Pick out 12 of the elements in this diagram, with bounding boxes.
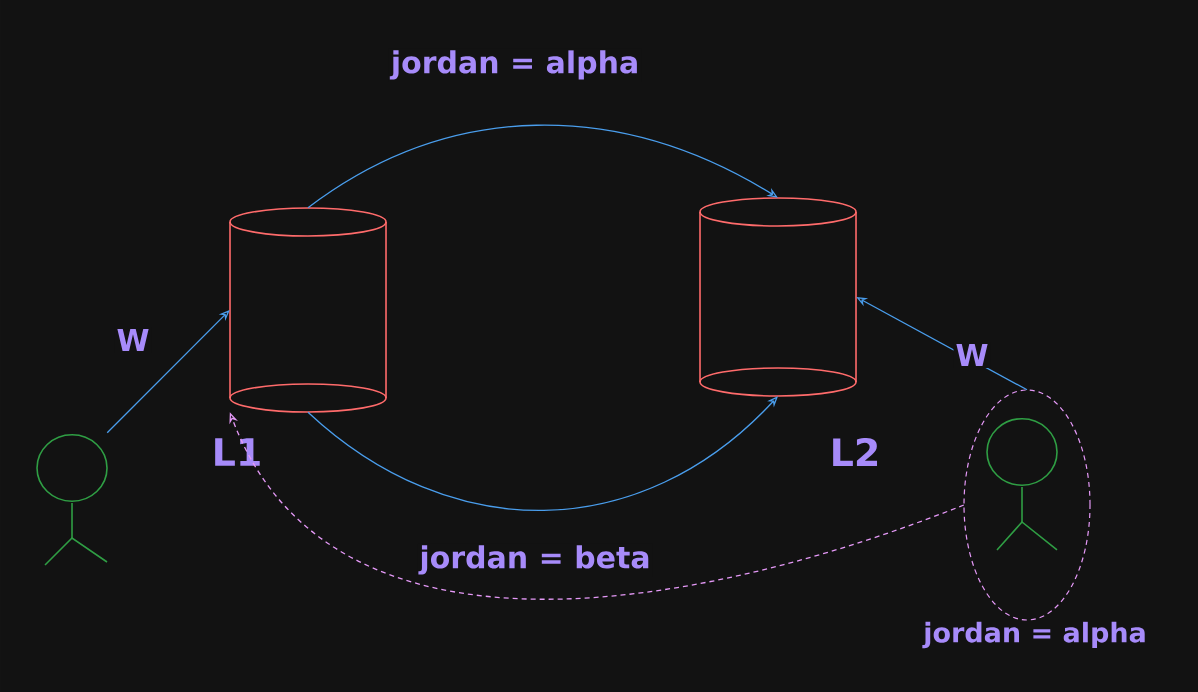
cylinder-label: L1 (215, 438, 260, 466)
arrow (307, 396, 778, 512)
arrow (106, 310, 230, 434)
person-figure (986, 417, 1058, 551)
node-label: jordan = alpha (922, 621, 1145, 649)
edge-label: jordan = beta (417, 543, 653, 577)
cylinder-label: L2 (833, 437, 877, 467)
edge-label: W (114, 327, 152, 353)
arrow (307, 124, 778, 209)
edge-label: jordan = alpha (388, 48, 642, 82)
edge-label: W (953, 342, 991, 368)
person-figure (36, 433, 108, 566)
